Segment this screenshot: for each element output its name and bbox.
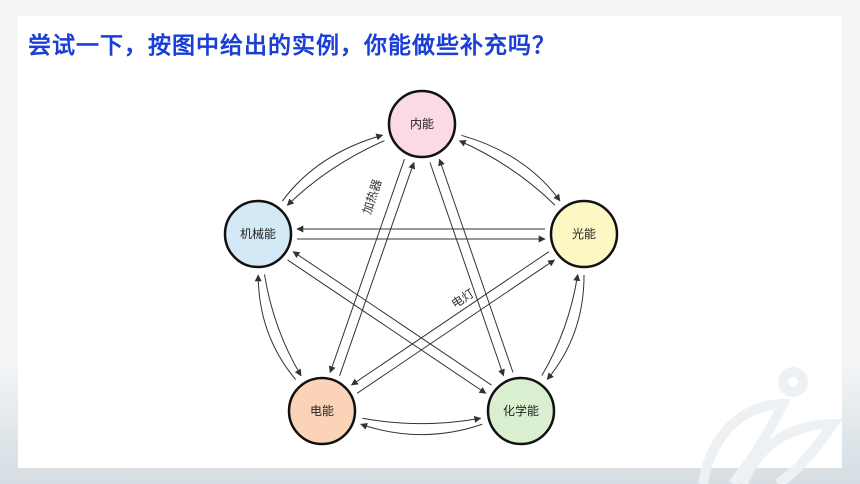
arrow-internal-to-light xyxy=(461,134,561,202)
arrow-electric-to-chemical xyxy=(362,415,482,425)
arrow-electric-to-light xyxy=(356,259,556,394)
arrow-electric-to-internal xyxy=(339,161,416,376)
arrow-chemical-to-electric xyxy=(360,422,483,436)
arrow-chemical-to-internal xyxy=(438,158,514,373)
node-label: 内能 xyxy=(410,117,434,131)
arrow-mechanical-to-internal xyxy=(281,133,384,202)
arrow-light-to-chemical xyxy=(546,274,585,381)
node-label: 光能 xyxy=(572,227,596,241)
node-circle xyxy=(223,199,293,269)
arrow-electric-to-mechanical xyxy=(254,274,297,380)
node-label: 电能 xyxy=(310,404,334,418)
arrow-mechanical-to-chemical xyxy=(287,259,487,394)
edge-label-electric-internal: 加热器 xyxy=(360,177,384,216)
node-circle xyxy=(549,199,619,269)
node-mechanical: 机械能 xyxy=(223,199,293,269)
arrow-chemical-to-mechanical xyxy=(292,251,492,386)
edge-label-electric-light: 电灯 xyxy=(449,286,477,311)
arrow-light-to-electric xyxy=(350,251,550,386)
node-label: 化学能 xyxy=(503,403,539,418)
leaf-watermark-icon xyxy=(698,367,843,484)
slide-title: 尝试一下，按图中给出的实例，你能做些补充吗？ xyxy=(28,33,556,59)
node-chemical: 化学能 xyxy=(486,376,556,446)
node-circle xyxy=(486,376,556,446)
arrow-internal-to-electric xyxy=(328,159,405,374)
node-circle xyxy=(287,376,357,446)
node-electric: 电能 xyxy=(287,376,357,446)
node-label: 机械能 xyxy=(240,226,276,241)
node-internal: 内能 xyxy=(387,89,457,159)
arrow-internal-to-chemical xyxy=(429,162,505,377)
arrow-mechanical-to-electric xyxy=(264,274,302,377)
node-circle xyxy=(387,89,457,159)
arrows-group xyxy=(254,133,585,436)
arrow-chemical-to-light xyxy=(541,273,581,376)
arrow-light-to-internal xyxy=(458,140,556,206)
arrow-internal-to-mechanical xyxy=(286,140,385,206)
node-light: 光能 xyxy=(549,199,619,269)
